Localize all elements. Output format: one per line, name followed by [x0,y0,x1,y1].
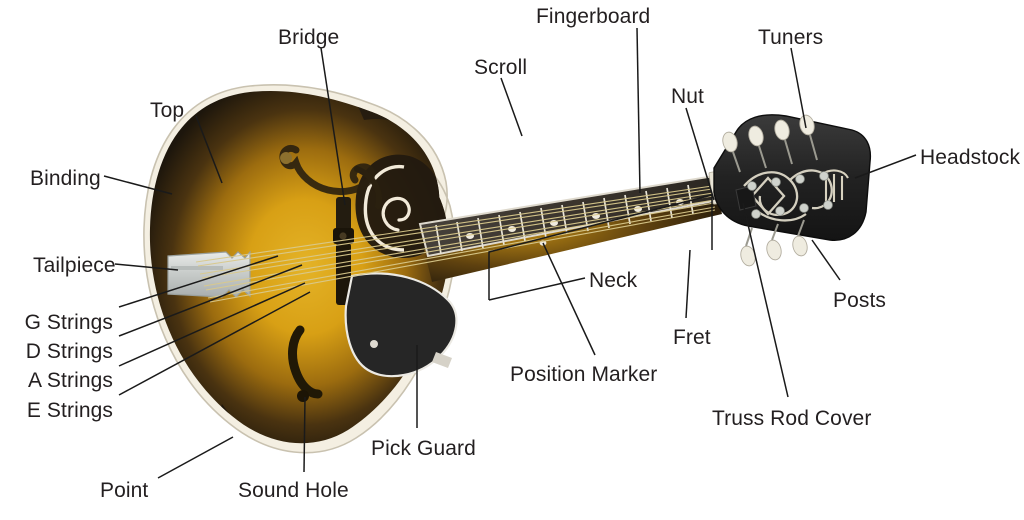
label-bridge: Bridge [278,26,340,49]
tuners-upper [722,114,815,153]
headstock-assembly [713,114,872,267]
label-fret: Fret [673,326,711,349]
sound-hole-dot [297,390,309,402]
label-neck: Neck [589,269,638,292]
label-scroll: Scroll [474,56,528,79]
label-pick-guard: Pick Guard [371,437,476,460]
label-binding: Binding [30,167,101,190]
label-a-strings: A Strings [28,369,113,392]
tuners-lower [740,235,808,267]
label-d-strings: D Strings [25,340,113,363]
label-nut: Nut [671,85,704,108]
scroll-binding-line [363,164,405,252]
tuner-shafts-upper [732,134,818,173]
tailpiece [167,250,251,298]
label-tailpiece: Tailpiece [33,254,116,277]
scroll-spiral [381,196,411,232]
label-truss-rod-cover: Truss Rod Cover [712,407,872,430]
label-e-strings: E Strings [26,399,113,422]
label-tuners: Tuners [758,26,824,49]
pickguard-screw [370,340,378,348]
pickguard-bracket [432,352,452,368]
label-top: Top [150,99,185,122]
label-posts: Posts [833,289,887,312]
f-hole-tail [354,166,382,209]
label-point: Point [100,479,149,502]
label-fingerboard: Fingerboard [536,5,651,28]
label-headstock: Headstock [920,146,1021,169]
label-position-marker: Position Marker [510,363,658,386]
pick-guard [344,272,458,378]
label-sound-hole: Sound Hole [238,479,349,502]
label-g-strings: G Strings [24,311,113,334]
